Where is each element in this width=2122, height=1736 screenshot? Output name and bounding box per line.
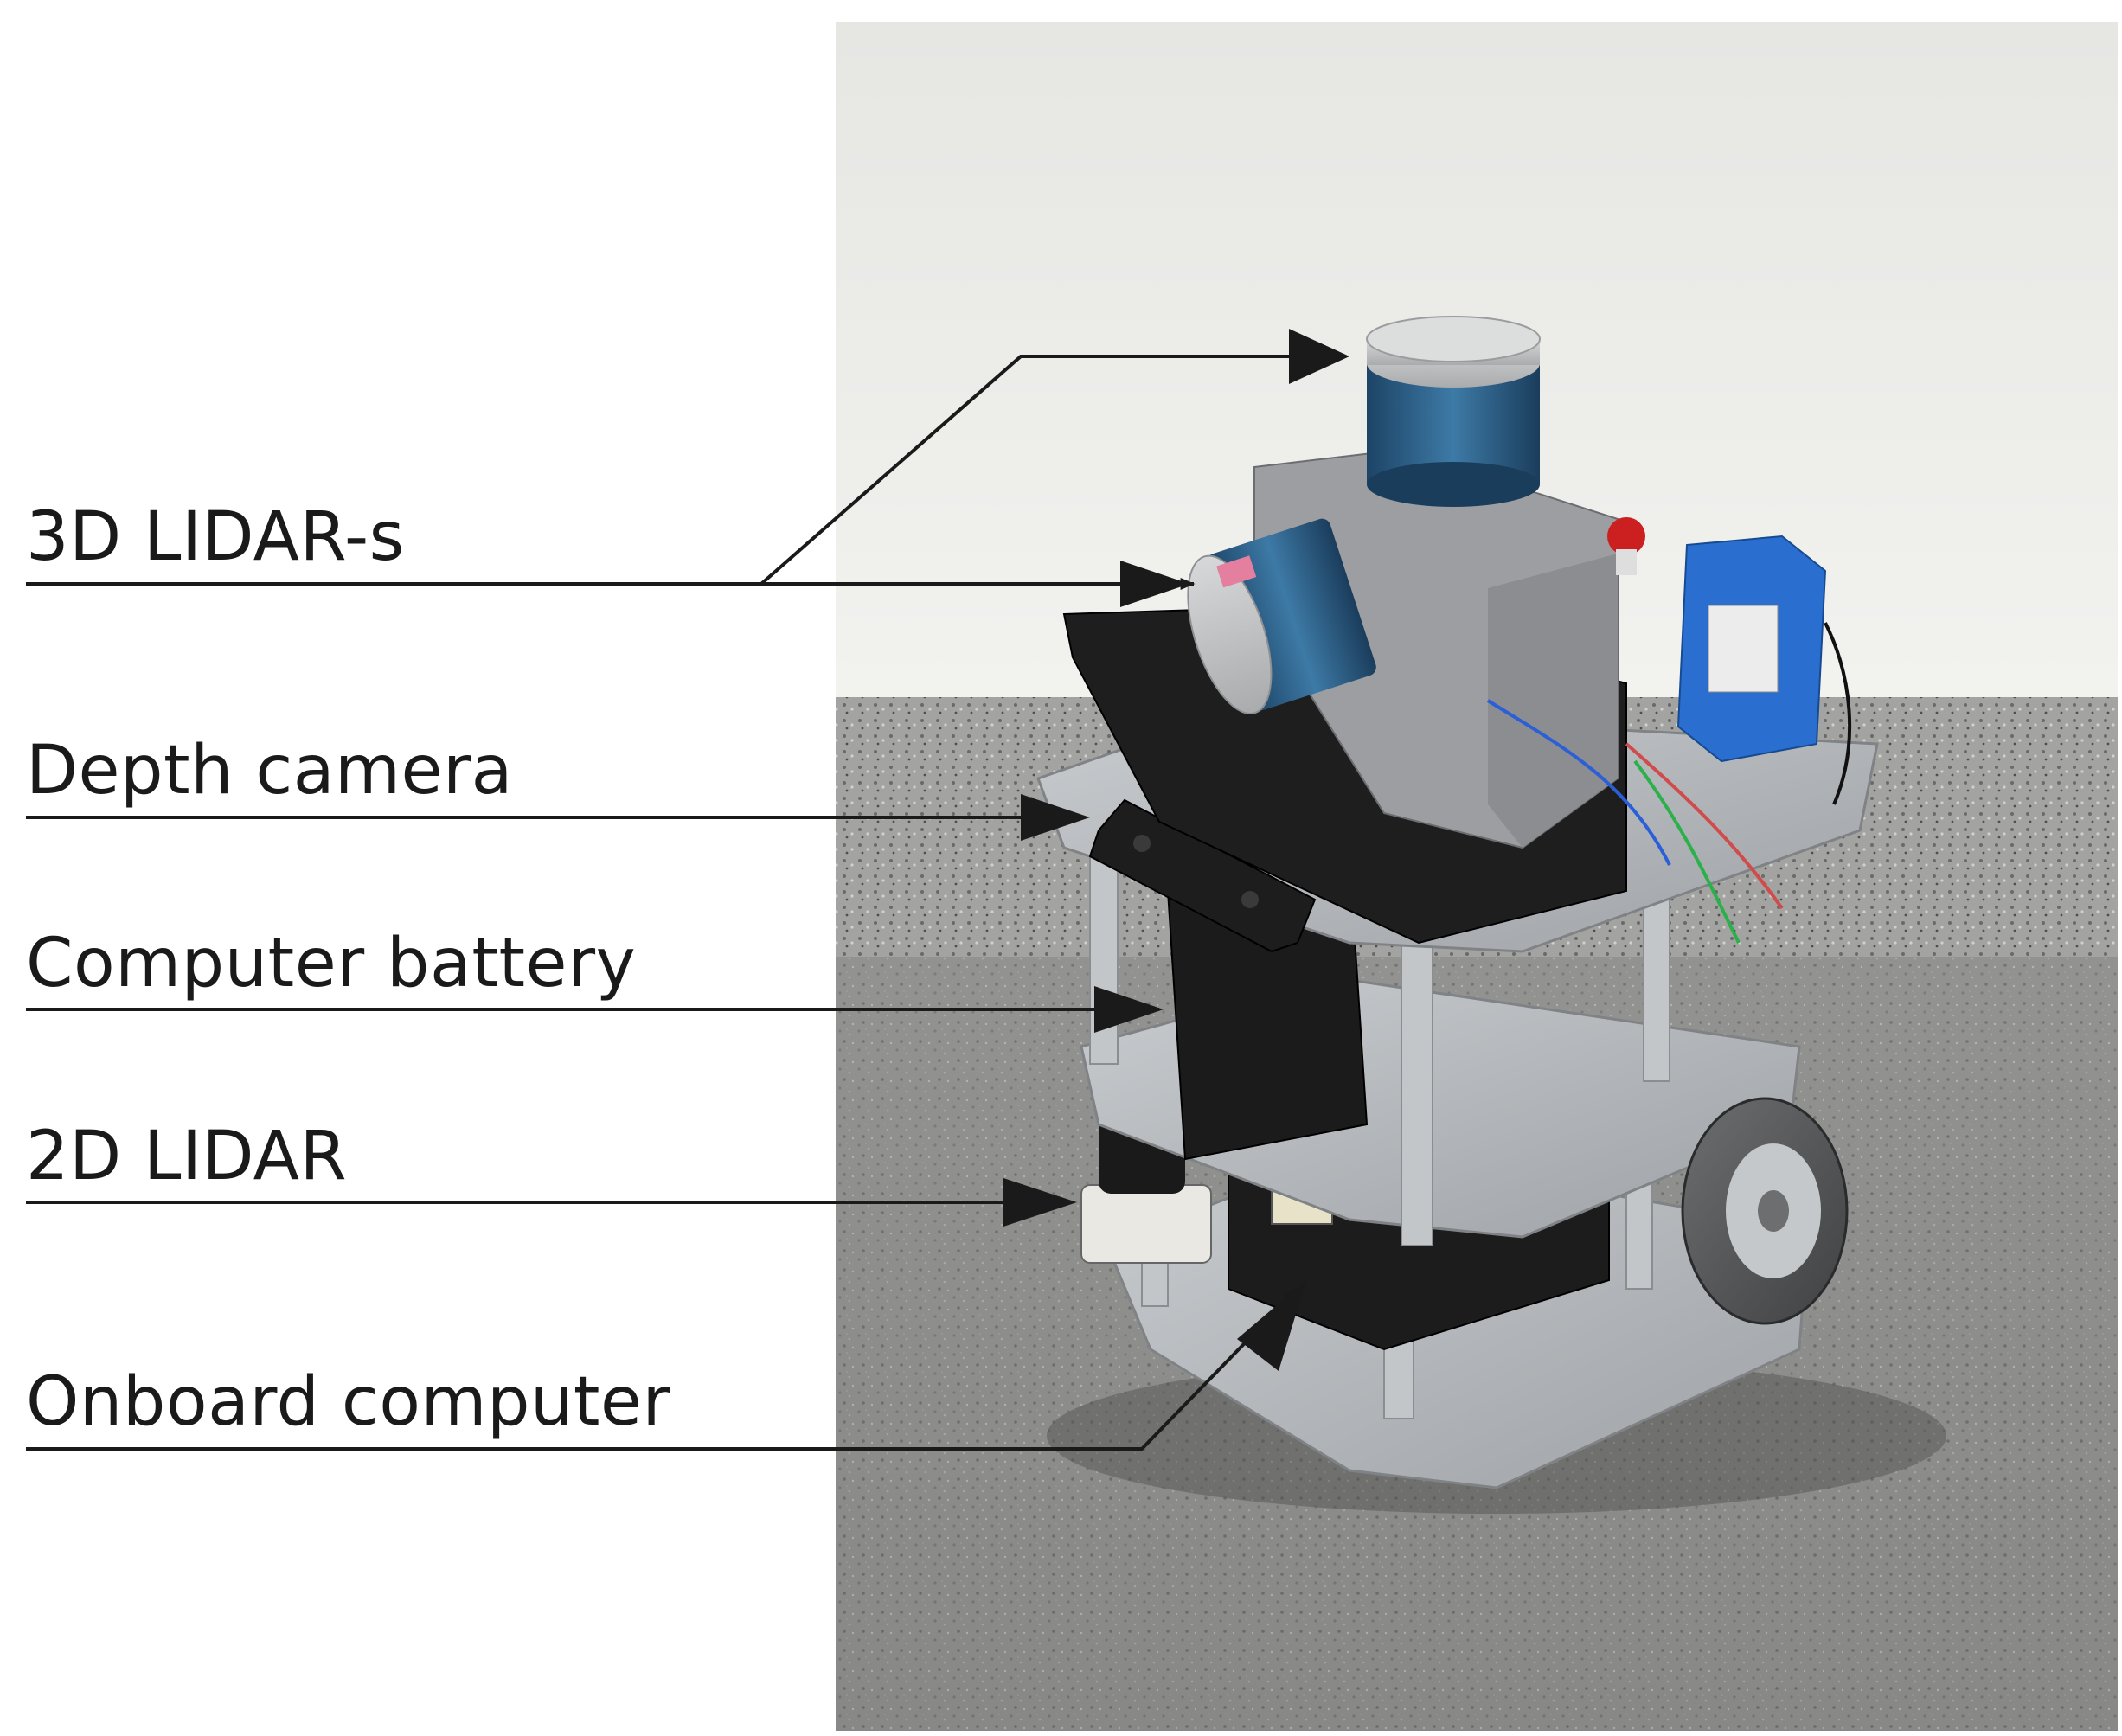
label-3d-lidars: 3D LIDAR-s	[26, 498, 405, 576]
lidar3d-tilted-unit	[1187, 518, 1376, 714]
label-onboard-computer: Onboard computer	[26, 1363, 671, 1441]
label-computer-battery: Computer battery	[26, 925, 637, 1003]
robot	[1036, 316, 1946, 1514]
battery-pack	[1676, 535, 1827, 763]
label-depth-camera: Depth camera	[26, 732, 513, 810]
depth-camera-unit	[1088, 798, 1317, 953]
lidar3d-top-unit	[1366, 316, 1541, 507]
wheel	[1681, 1097, 1849, 1325]
callout-lidar3d-upper	[26, 350, 1325, 586]
label-2d-lidar: 2D LIDAR	[26, 1118, 348, 1195]
arrowheads	[1003, 329, 1349, 1371]
